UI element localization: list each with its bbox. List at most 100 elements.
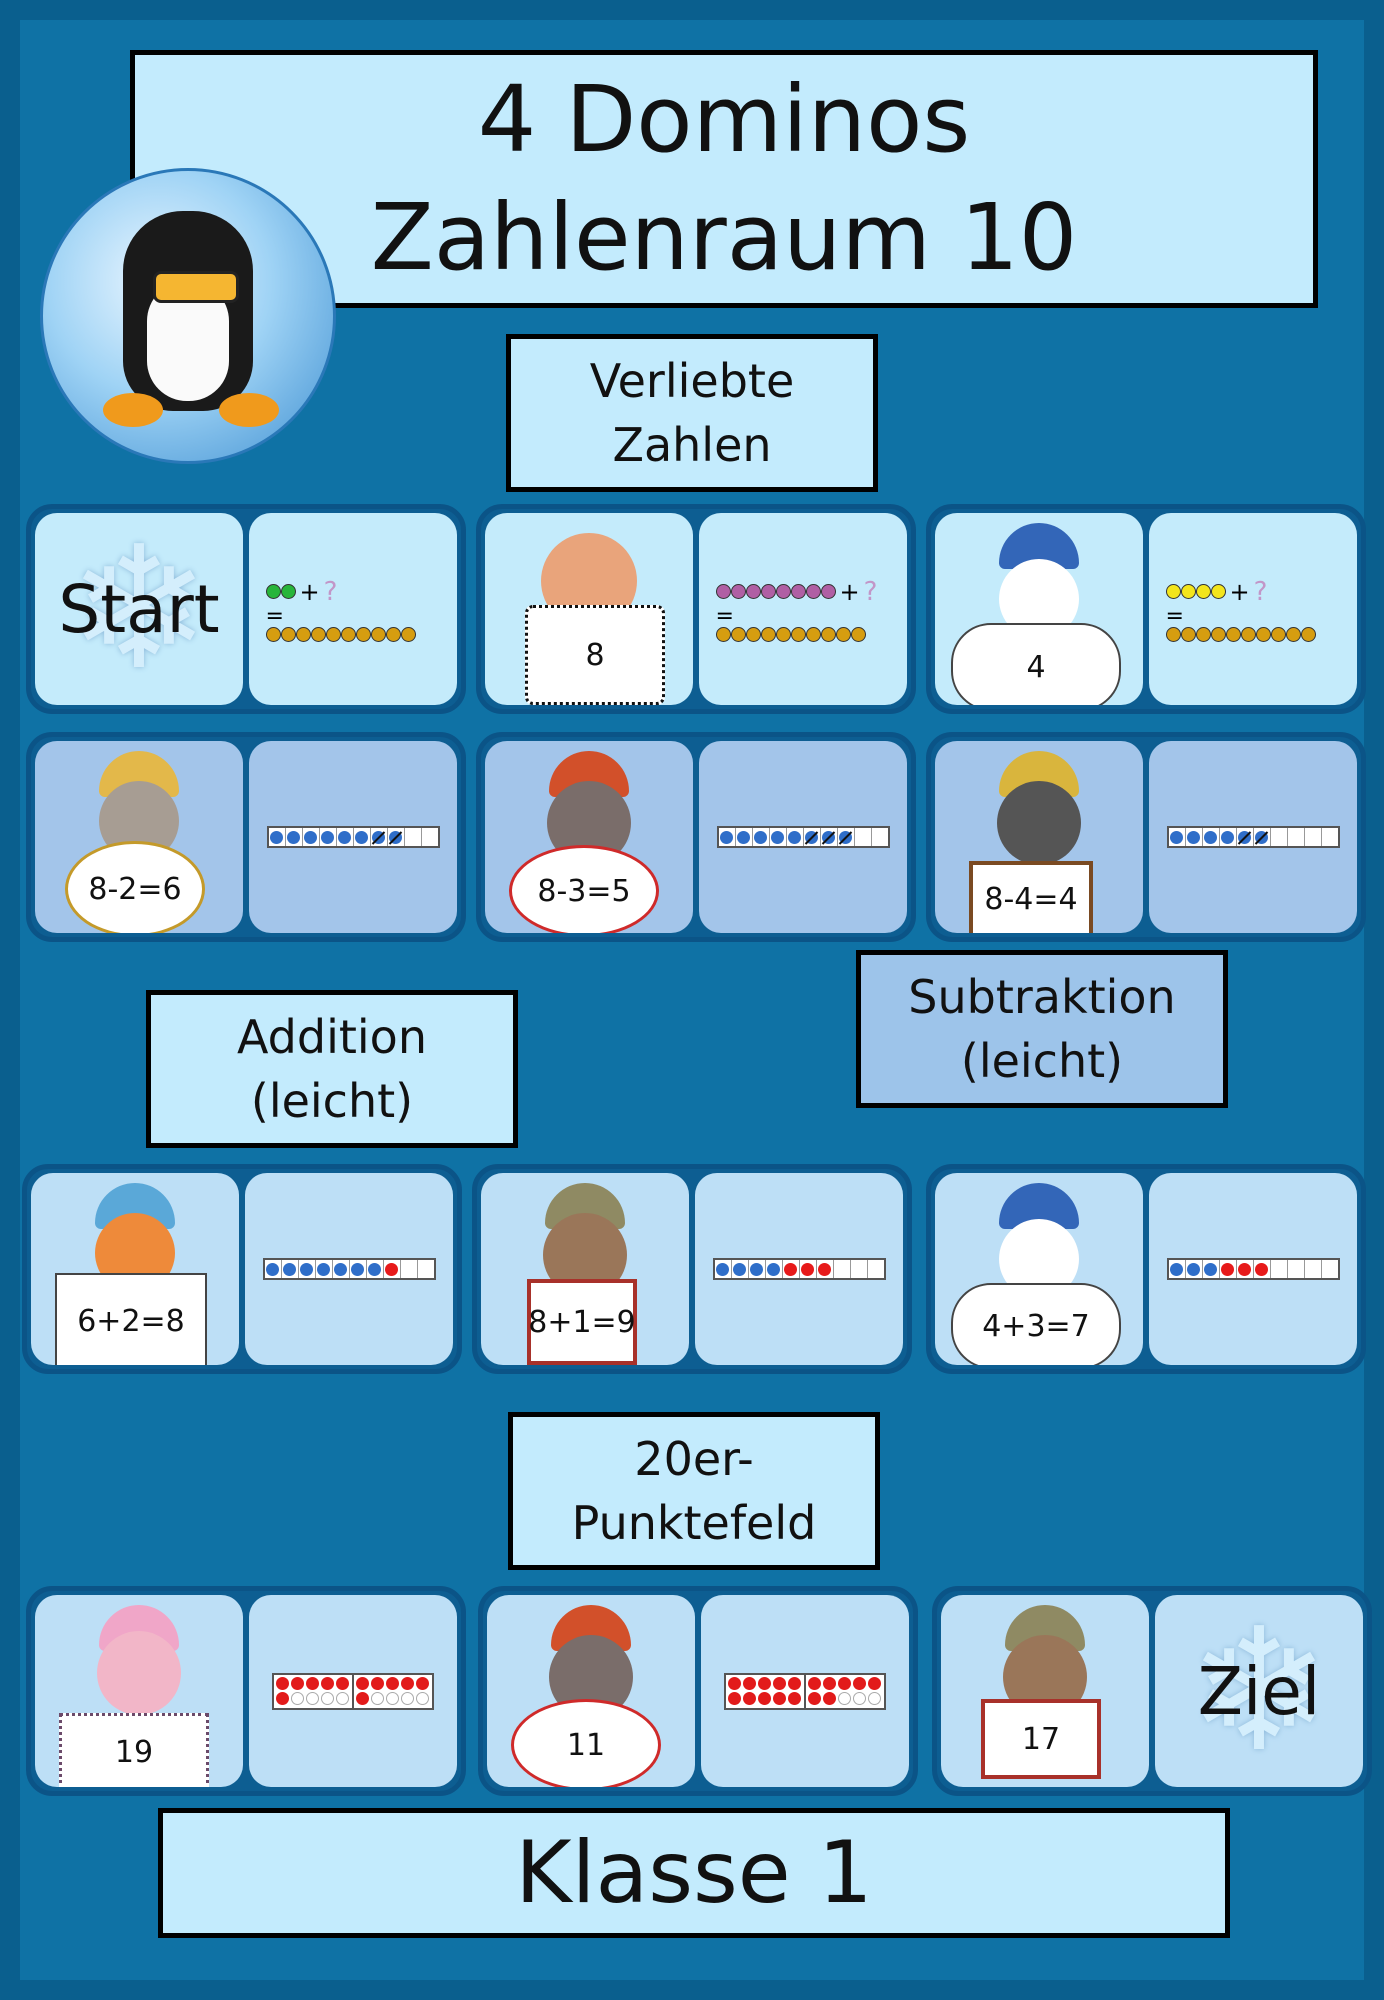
bead-task: + ? =: [265, 576, 441, 642]
number-card: 17: [981, 1699, 1101, 1779]
domino-half-field: [249, 1595, 457, 1787]
domino-row1-3[interactable]: 4 + ? =: [926, 504, 1366, 714]
card-equation: 8-3=5: [537, 873, 631, 909]
ten-strip: [712, 1258, 886, 1280]
equals-sign: =: [265, 603, 284, 629]
domino-half-picture: 4+3=7: [935, 1173, 1143, 1365]
domino-half-picture: 8+1=9: [481, 1173, 689, 1365]
equation-card: 8-4=4: [969, 861, 1093, 933]
card-equation: 6+2=8: [77, 1303, 185, 1339]
penguin-foot-left: [103, 393, 163, 427]
domino-half-picture: 17: [941, 1595, 1149, 1787]
equation-card: 8-3=5: [509, 845, 659, 933]
ten-strip: [1166, 826, 1340, 848]
number-card: 8: [525, 605, 665, 705]
domino-row3-2[interactable]: 8+1=9: [472, 1164, 912, 1374]
card-equation: 4+3=7: [982, 1308, 1090, 1344]
plus-sign: +: [1229, 577, 1250, 606]
grade-label: Klasse 1: [158, 1808, 1230, 1938]
label-line-2: Zahlen: [612, 418, 772, 472]
penguin-icon: [997, 781, 1081, 865]
section-label-verliebte-zahlen: Verliebte Zahlen: [506, 334, 878, 492]
domino-half-picture: 8-2=6: [35, 741, 243, 933]
domino-row1-1[interactable]: ❄ Start + ? =: [26, 504, 466, 714]
domino-row2-2[interactable]: 8-3=5: [476, 732, 916, 942]
ziel-label: Ziel: [1197, 1652, 1321, 1730]
number-card: 19: [59, 1713, 209, 1787]
card-equation: 8-2=6: [88, 871, 182, 907]
domino-half-strip: [1149, 1173, 1357, 1365]
equation-card: 4+3=7: [951, 1283, 1121, 1365]
ten-strip: [262, 1258, 436, 1280]
domino-half-beads: + ? =: [699, 513, 907, 705]
sunglasses-icon: [153, 271, 239, 303]
snowflake-icon: ❄: [1187, 1595, 1331, 1787]
label-line-1: Addition: [237, 1010, 427, 1064]
card-equation: 8+1=9: [528, 1304, 636, 1340]
label-line-2: (leicht): [960, 1034, 1124, 1088]
domino-row1-2[interactable]: 8 + ? =: [476, 504, 916, 714]
bead-task: + ? =: [715, 576, 891, 642]
domino-row3-3[interactable]: 4+3=7: [926, 1164, 1366, 1374]
label-line-1: Subtraktion: [908, 970, 1176, 1024]
grade-text: Klasse 1: [515, 1823, 873, 1923]
question-mark: ?: [323, 576, 338, 607]
domino-half-beads: + ? =: [1149, 513, 1357, 705]
label-line-2: Punktefeld: [571, 1496, 817, 1550]
number-card: 11: [511, 1699, 661, 1787]
twenty-dot-field: [272, 1672, 434, 1710]
bead-string: [1165, 626, 1316, 642]
domino-half-strip: [695, 1173, 903, 1365]
domino-half-ziel: ❄ Ziel: [1155, 1595, 1363, 1787]
label-line-1: Verliebte: [589, 354, 795, 408]
domino-half-beads: + ? =: [249, 513, 457, 705]
title-line-2: Zahlenraum 10: [370, 184, 1078, 291]
section-label-addition: Addition (leicht): [146, 990, 518, 1148]
question-mark: ?: [1253, 576, 1268, 607]
domino-half-strip: [1149, 741, 1357, 933]
domino-half-field: [701, 1595, 909, 1787]
equation-card: 8-2=6: [65, 841, 205, 933]
domino-half-picture: 19: [35, 1595, 243, 1787]
question-mark: ?: [863, 576, 878, 607]
domino-row4-2[interactable]: 11: [478, 1586, 918, 1796]
plus-sign: +: [299, 577, 320, 606]
domino-row4-3[interactable]: 17 ❄ Ziel: [932, 1586, 1372, 1796]
page-title: 4 Dominos Zahlenraum 10: [130, 50, 1318, 308]
equation-card: 6+2=8: [55, 1273, 207, 1365]
plus-sign: +: [839, 577, 860, 606]
title-line-1: 4 Dominos: [477, 66, 971, 173]
ten-strip: [716, 826, 890, 848]
snowflake-icon: ❄: [67, 513, 211, 705]
domino-half-picture: 6+2=8: [31, 1173, 239, 1365]
domino-half-strip: [249, 741, 457, 933]
domino-half-picture: 8-4=4: [935, 741, 1143, 933]
bead-string: [265, 626, 416, 642]
domino-half-strip: [245, 1173, 453, 1365]
card-equation: 8-4=4: [984, 881, 1078, 917]
card-number: 4: [1026, 649, 1046, 685]
card-number: 8: [585, 637, 605, 673]
label-line-2: (leicht): [250, 1074, 414, 1128]
label-line-1: 20er-: [634, 1432, 754, 1486]
section-label-subtraktion: Subtraktion (leicht): [856, 950, 1228, 1108]
card-number: 19: [114, 1734, 154, 1770]
bead-string: [715, 626, 866, 642]
domino-half-picture: 4: [935, 513, 1143, 705]
start-label: Start: [58, 570, 220, 648]
domino-row3-1[interactable]: 6+2=8: [22, 1164, 462, 1374]
domino-half-start: ❄ Start: [35, 513, 243, 705]
bead-task: + ? =: [1165, 576, 1341, 642]
domino-half-picture: 8: [485, 513, 693, 705]
domino-row2-1[interactable]: 8-2=6: [26, 732, 466, 942]
twenty-dot-field: [724, 1672, 886, 1710]
domino-row4-1[interactable]: 19: [26, 1586, 466, 1796]
ten-strip: [1166, 1258, 1340, 1280]
domino-row2-3[interactable]: 8-4=4: [926, 732, 1366, 942]
card-number: 11: [566, 1727, 606, 1763]
penguin-logo: [40, 168, 336, 464]
section-label-punktefeld: 20er- Punktefeld: [508, 1412, 880, 1570]
domino-half-picture: 8-3=5: [485, 741, 693, 933]
equation-card: 8+1=9: [527, 1279, 637, 1365]
card-number: 17: [1021, 1721, 1061, 1757]
